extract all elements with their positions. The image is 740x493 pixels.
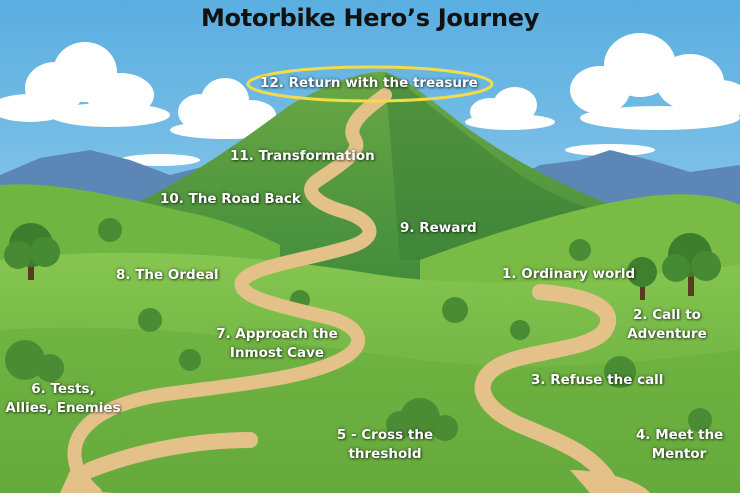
- stage-6-line-1: 6. Tests,: [31, 381, 95, 397]
- stage-1-label: 1. Ordinary world: [502, 266, 636, 282]
- stage-8-label: 8. The Ordeal: [116, 267, 219, 283]
- stage-5-line-1: 5 - Cross the: [336, 427, 434, 443]
- page-title: Motorbike Hero’s Journey: [200, 4, 540, 32]
- stage-7-line-1: 7. Approach the: [216, 326, 338, 342]
- trail-upper: [67, 88, 392, 493]
- stage-4-line-1: 4. Meet the: [636, 427, 724, 443]
- bushes: [5, 218, 712, 441]
- trail-right: [474, 284, 623, 493]
- stage-2-line-2: Adventure: [627, 326, 707, 342]
- stage-7-label: 7. Approach the Inmost Cave: [214, 325, 340, 363]
- trees: [4, 218, 721, 441]
- cloud-mid: [170, 78, 280, 139]
- stage-2-line-1: 2. Call to: [633, 307, 701, 323]
- stage-6-line-2: Allies, Enemies: [5, 400, 121, 416]
- cloud-far-right: [465, 87, 555, 130]
- stage-4-line-2: Mentor: [651, 446, 707, 462]
- treasure-ring: [246, 65, 494, 103]
- cloud-right: [570, 33, 740, 130]
- stage-10-label: 10. The Road Back: [160, 191, 301, 207]
- stage-2-label: 2. Call to Adventure: [624, 306, 710, 344]
- clouds: [0, 33, 740, 166]
- stage-12-label: 12. Return with the treasure: [260, 75, 478, 91]
- stage-9-label: 9. Reward: [400, 220, 477, 236]
- tree-left: [4, 223, 60, 280]
- tree-right-1: [662, 233, 721, 296]
- stage-3-label: 3. Refuse the call: [531, 372, 664, 388]
- stage-6-label: 6. Tests, Allies, Enemies: [4, 380, 122, 418]
- stage-5-label: 5 - Cross the threshold: [330, 426, 440, 464]
- cloud-left: [0, 42, 170, 127]
- tree-right-2: [627, 257, 657, 300]
- stage-4-label: 4. Meet the Mentor: [636, 426, 724, 464]
- stage-5-line-2: threshold: [348, 446, 422, 462]
- stage-7-line-2: Inmost Cave: [229, 345, 325, 361]
- stage-11-label: 11. Transformation: [230, 148, 375, 164]
